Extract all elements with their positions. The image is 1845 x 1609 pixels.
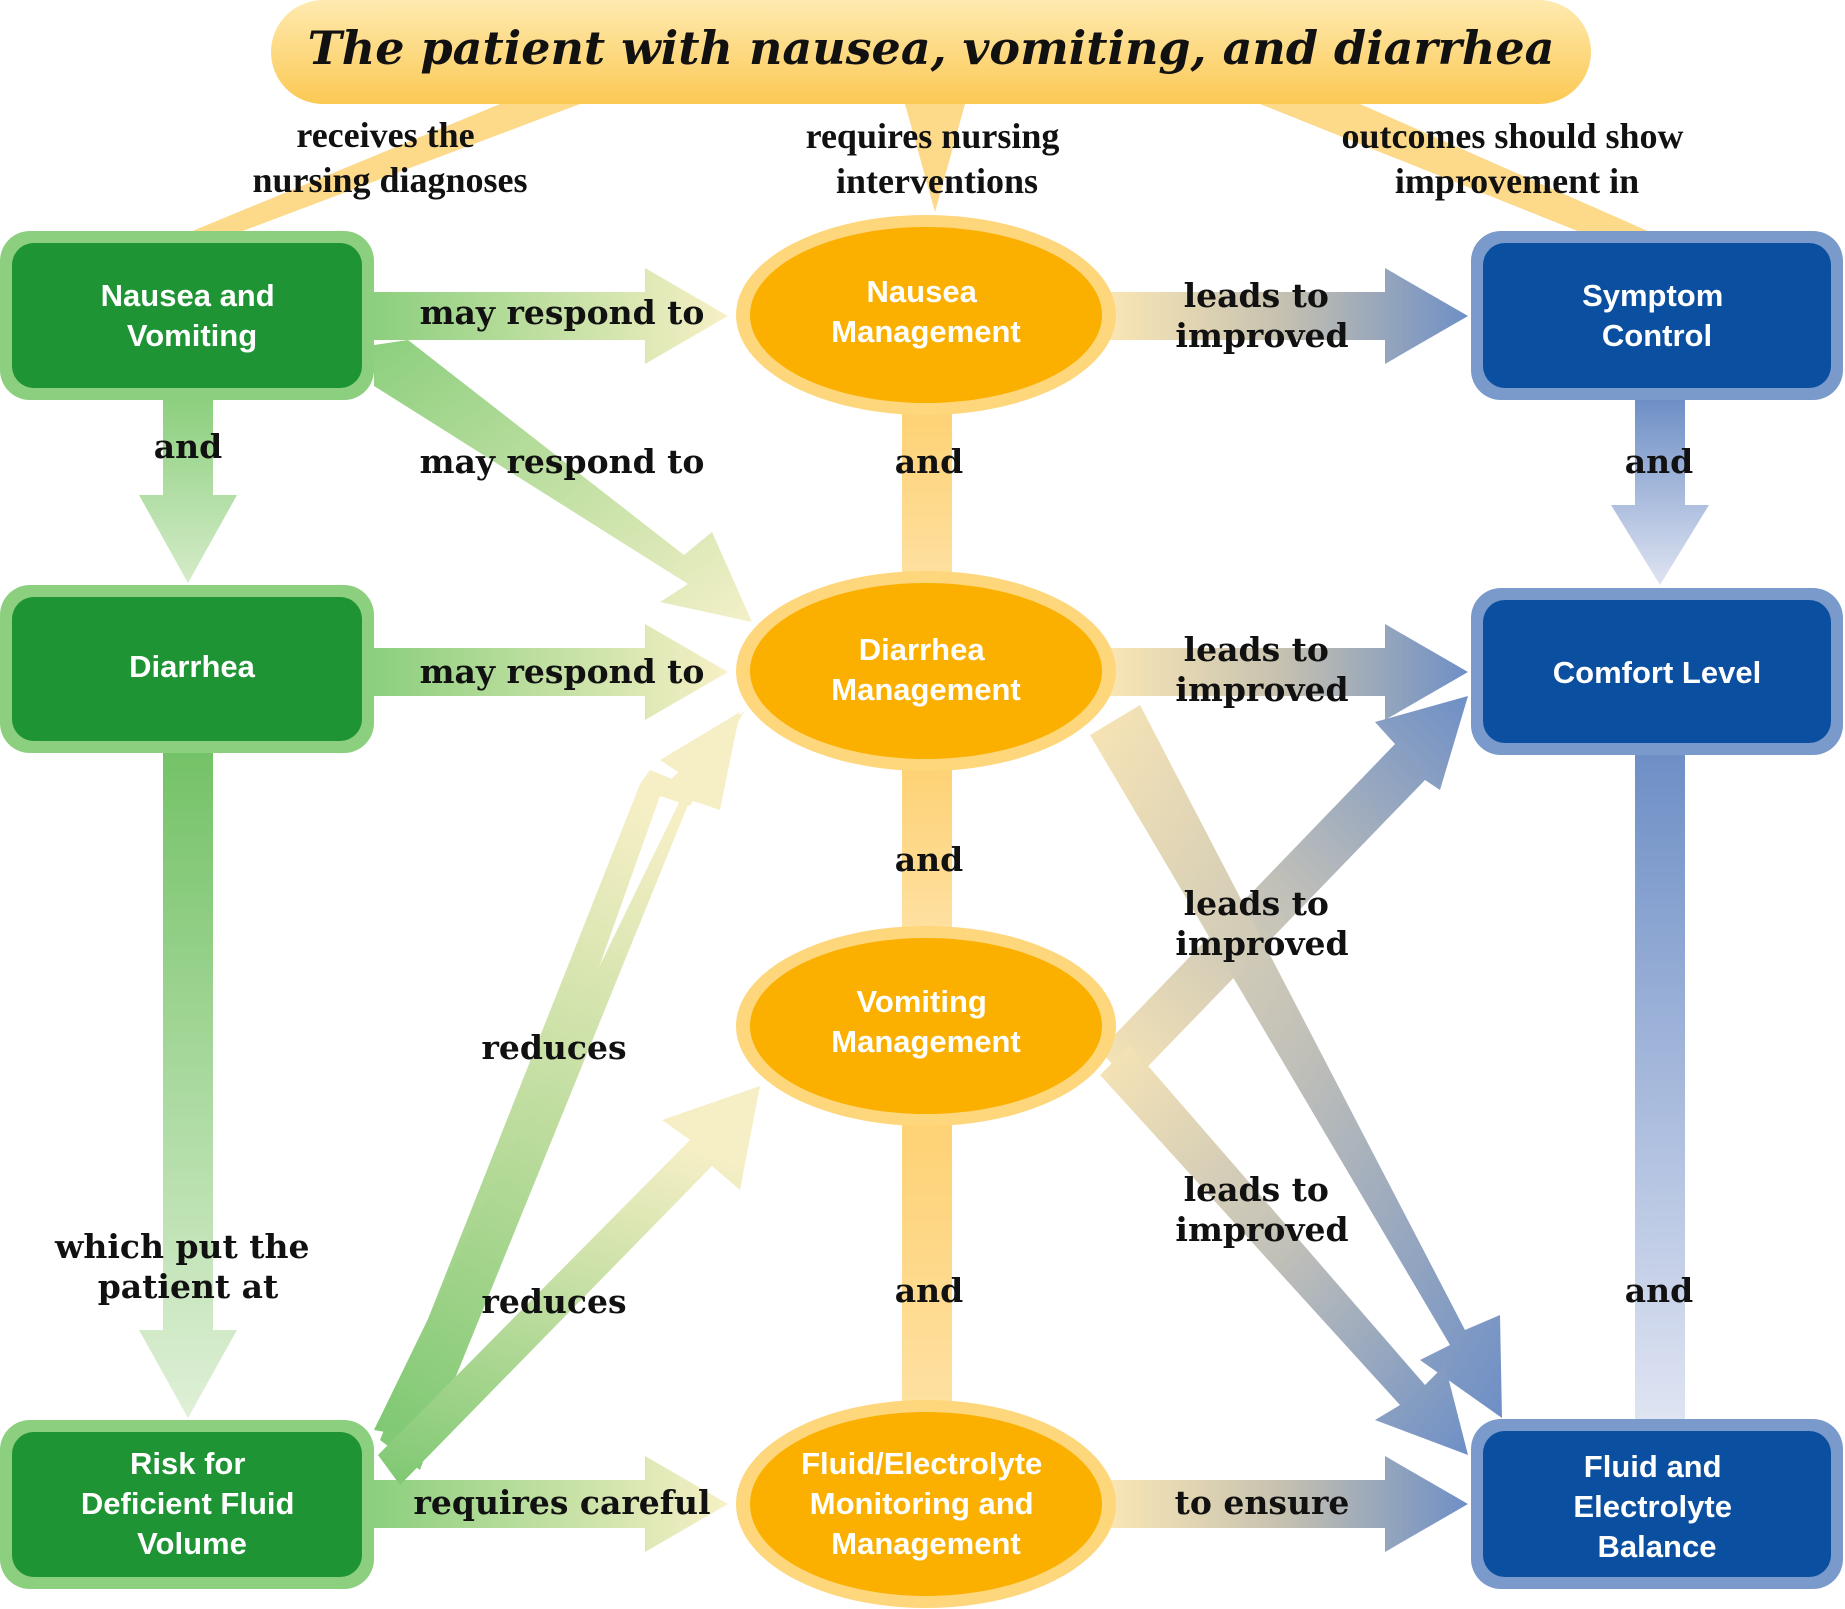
edge-label-risk-to-fluid-mgmt: requires careful — [413, 1483, 710, 1522]
node-label: Diarrhea Management — [831, 632, 1020, 707]
intervention-node-diarrhea-management[interactable]: Diarrhea Management — [736, 571, 1116, 771]
connector-mid-3 — [902, 1115, 952, 1405]
node-label: Risk for Deficient Fluid Volume — [81, 1446, 303, 1561]
diagnosis-node-risk-fluid[interactable]: Risk for Deficient Fluid Volume — [0, 1420, 374, 1589]
title-pill — [271, 0, 1591, 104]
arrow-vomiting-mgmt-to-fluid-balance — [1100, 1045, 1468, 1455]
header-interventions: requires nursing interventions — [806, 116, 1069, 201]
arrow-fluid-mgmt-to-fluid-balance — [1105, 1456, 1468, 1552]
arrow-vomiting-mgmt-to-comfort — [1100, 696, 1468, 1085]
node-label: Fluid and Electrolyte Balance — [1573, 1449, 1740, 1564]
edge-label-nausea-mgmt-to-symptom: leads to improved — [1175, 276, 1348, 355]
edge-label-vomiting-mgmt-cross: leads to improved — [1175, 884, 1348, 963]
node-label: Fluid/Electrolyte Monitoring and Managem… — [801, 1446, 1051, 1561]
edge-label-fluid-mgmt-to-fluid-balance: to ensure — [1175, 1483, 1350, 1522]
edge-label-right-and-1: and — [1625, 442, 1693, 481]
edge-label-risk-to-vomiting-mgmt: reduces — [481, 1282, 626, 1321]
title-connector-middle — [905, 104, 965, 212]
outcomes-column: Symptom Control Comfort Level Fluid and … — [1471, 231, 1843, 1589]
edge-label-risk-to-diarrhea-mgmt: reduces — [481, 1028, 626, 1067]
arrow-nv-to-diarrhea — [139, 400, 237, 583]
edge-label-mid-and-3: and — [895, 1271, 963, 1310]
title-connector-right — [1260, 104, 1650, 232]
column-headers: receives the nursing diagnoses requires … — [252, 115, 1692, 201]
edge-label-mid-and-2: and — [895, 840, 963, 879]
header-interventions-line: requires nursing — [806, 116, 1060, 156]
arrows — [139, 268, 1709, 1552]
arrow-diarrhea-mgmt-to-fluid-balance — [1090, 705, 1502, 1418]
edge-label-mid-and-1: and — [895, 442, 963, 481]
arrow-nv-to-diarrhea-mgmt — [374, 340, 752, 622]
header-outcomes: outcomes should show improvement in — [1341, 116, 1692, 201]
arrow-nv-to-nausea-mgmt — [374, 268, 728, 364]
header-outcomes-line: improvement in — [1395, 161, 1639, 201]
header-diagnoses: receives the nursing diagnoses — [252, 115, 527, 200]
arrow-risk-to-vomiting-mgmt — [378, 1086, 760, 1485]
node-label: Symptom Control — [1582, 278, 1732, 353]
header-outcomes-line: outcomes should show — [1341, 116, 1683, 156]
outcome-node-symptom-control[interactable]: Symptom Control — [1471, 231, 1843, 400]
node-label: Nausea Management — [831, 274, 1020, 349]
title-connector-left — [190, 104, 580, 232]
edge-labels: may respond to may respond to may respon… — [54, 276, 1693, 1522]
outcome-node-comfort-level[interactable]: Comfort Level — [1471, 588, 1843, 755]
node-label: Vomiting Management — [831, 984, 1020, 1059]
node-label: Nausea and Vomiting — [101, 278, 284, 353]
title-banner: The patient with nausea, vomiting, and d… — [271, 0, 1591, 104]
node-label: Diarrhea — [129, 649, 256, 684]
connector-mid-1 — [902, 405, 952, 580]
arrow-diarrhea-to-diarrhea-mgmt — [374, 624, 728, 720]
arrow-diarrhea-to-risk — [139, 753, 237, 1418]
arrow-nausea-mgmt-to-symptom — [1105, 268, 1468, 364]
arrow-risk-to-diarrhea-mgmt-shaft — [374, 712, 740, 1440]
connector-comfort-to-fluid-balance — [1635, 755, 1685, 1420]
header-diagnoses-line: receives the — [296, 115, 474, 155]
diagram-title: The patient with nausea, vomiting, and d… — [308, 21, 1555, 75]
edge-label-vomiting-mgmt-to-fluid: leads to improved — [1175, 1170, 1348, 1249]
diagnoses-column: Nausea and Vomiting Diarrhea Risk for De… — [0, 231, 374, 1589]
edge-label-diarrhea-mgmt-to-comfort: leads to improved — [1175, 630, 1348, 709]
intervention-node-nausea-management[interactable]: Nausea Management — [736, 215, 1116, 415]
outcome-node-fluid-balance[interactable]: Fluid and Electrolyte Balance — [1471, 1419, 1843, 1589]
edge-label-right-and-2: and — [1625, 1271, 1693, 1310]
edge-label-nv-to-nausea-mgmt: may respond to — [420, 293, 705, 332]
edge-label-diarrhea-to-risk: which put the patient at — [54, 1227, 321, 1306]
edge-label-diarrhea-to-diarrhea-mgmt: may respond to — [420, 652, 705, 691]
arrow-symptom-to-comfort — [1611, 400, 1709, 585]
diagnosis-node-diarrhea[interactable]: Diarrhea — [0, 585, 374, 753]
diagnosis-node-nausea-vomiting[interactable]: Nausea and Vomiting — [0, 231, 374, 400]
title-connectors — [190, 104, 1650, 232]
interventions-column: Nausea Management Diarrhea Management Vo… — [736, 215, 1116, 1608]
arrow-diarrhea-mgmt-to-comfort — [1105, 624, 1468, 720]
edge-label-nv-to-diarrhea-mgmt: may respond to — [420, 442, 705, 481]
header-interventions-line: interventions — [836, 161, 1038, 201]
intervention-node-vomiting-management[interactable]: Vomiting Management — [736, 926, 1116, 1126]
intervention-node-fluid-monitoring[interactable]: Fluid/Electrolyte Monitoring and Managem… — [736, 1400, 1116, 1608]
header-diagnoses-line: nursing diagnoses — [252, 160, 527, 200]
connector-mid-2 — [902, 760, 952, 930]
edge-label-nv-to-diarrhea: and — [154, 427, 222, 466]
node-label: Comfort Level — [1553, 655, 1761, 690]
arrow-risk-to-fluid-mgmt — [374, 1456, 728, 1552]
